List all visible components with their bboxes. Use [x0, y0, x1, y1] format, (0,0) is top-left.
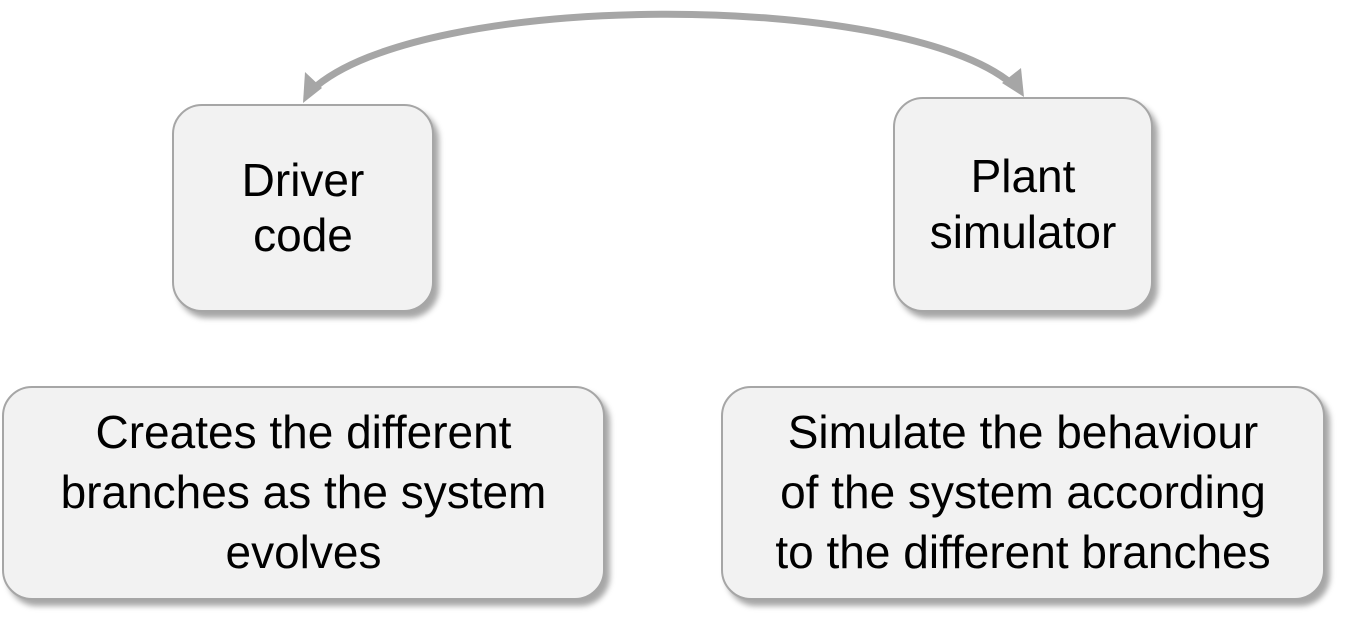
description-text: Creates the different branches as the sy…	[60, 406, 547, 578]
description-plant-simulator: Simulate the behaviour of the system acc…	[721, 386, 1325, 600]
arrowhead-left-icon	[303, 72, 322, 103]
node-label: Driver code	[241, 153, 365, 261]
node-label: Plant simulator	[929, 150, 1117, 258]
arrowhead-right-icon	[1002, 68, 1024, 97]
node-plant-simulator: Plant simulator	[893, 97, 1153, 312]
description-driver-code: Creates the different branches as the sy…	[2, 386, 605, 600]
description-text: Simulate the behaviour of the system acc…	[775, 406, 1271, 578]
node-driver-code: Driver code	[172, 104, 434, 312]
arrow-curve	[308, 10, 1016, 94]
